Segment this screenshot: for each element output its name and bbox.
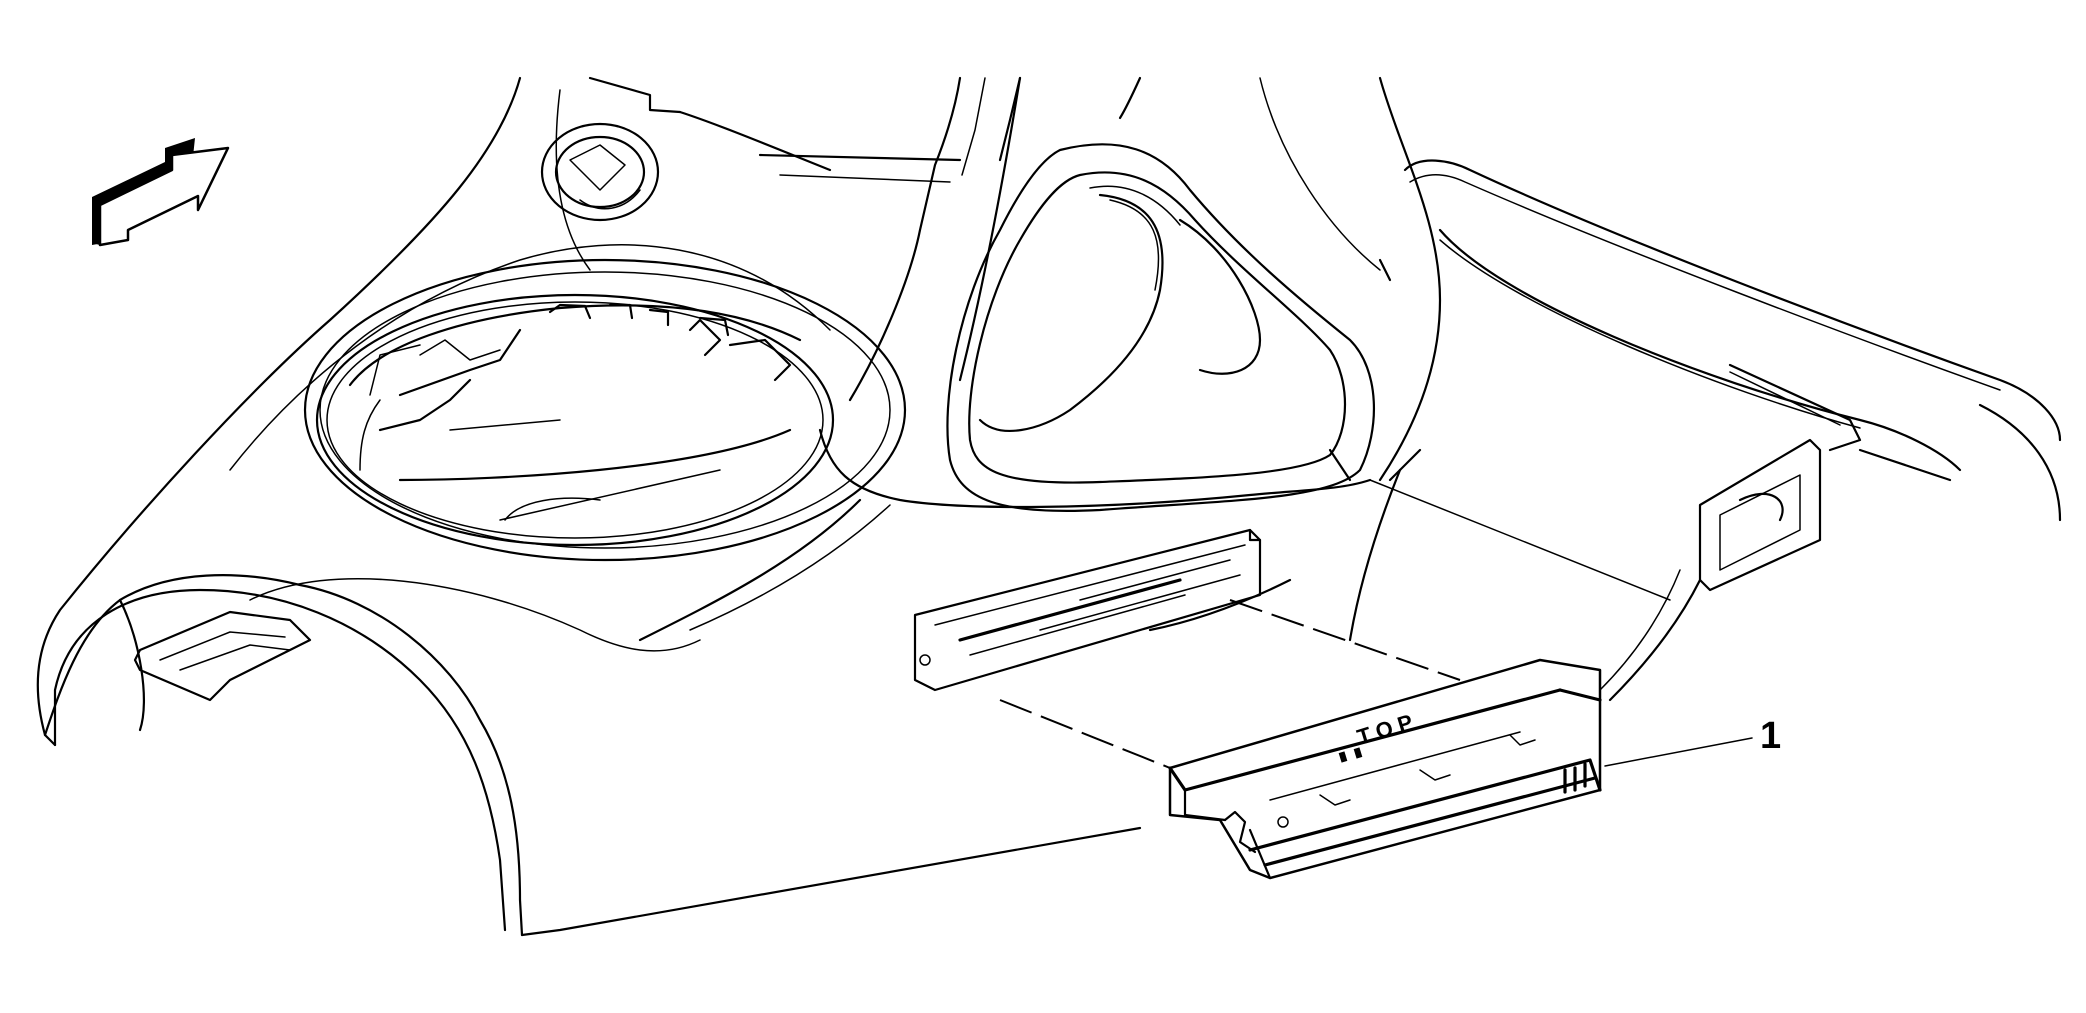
console-module: TOP [1168, 658, 1602, 880]
console-housing [36, 76, 2062, 937]
callout-1-label: 1 [1760, 715, 1781, 757]
installation-guide-lines [999, 599, 1461, 769]
forward-direction-arrow-icon [92, 138, 230, 247]
callout-1: 1 [1604, 715, 1781, 767]
module-tray [913, 528, 1262, 692]
